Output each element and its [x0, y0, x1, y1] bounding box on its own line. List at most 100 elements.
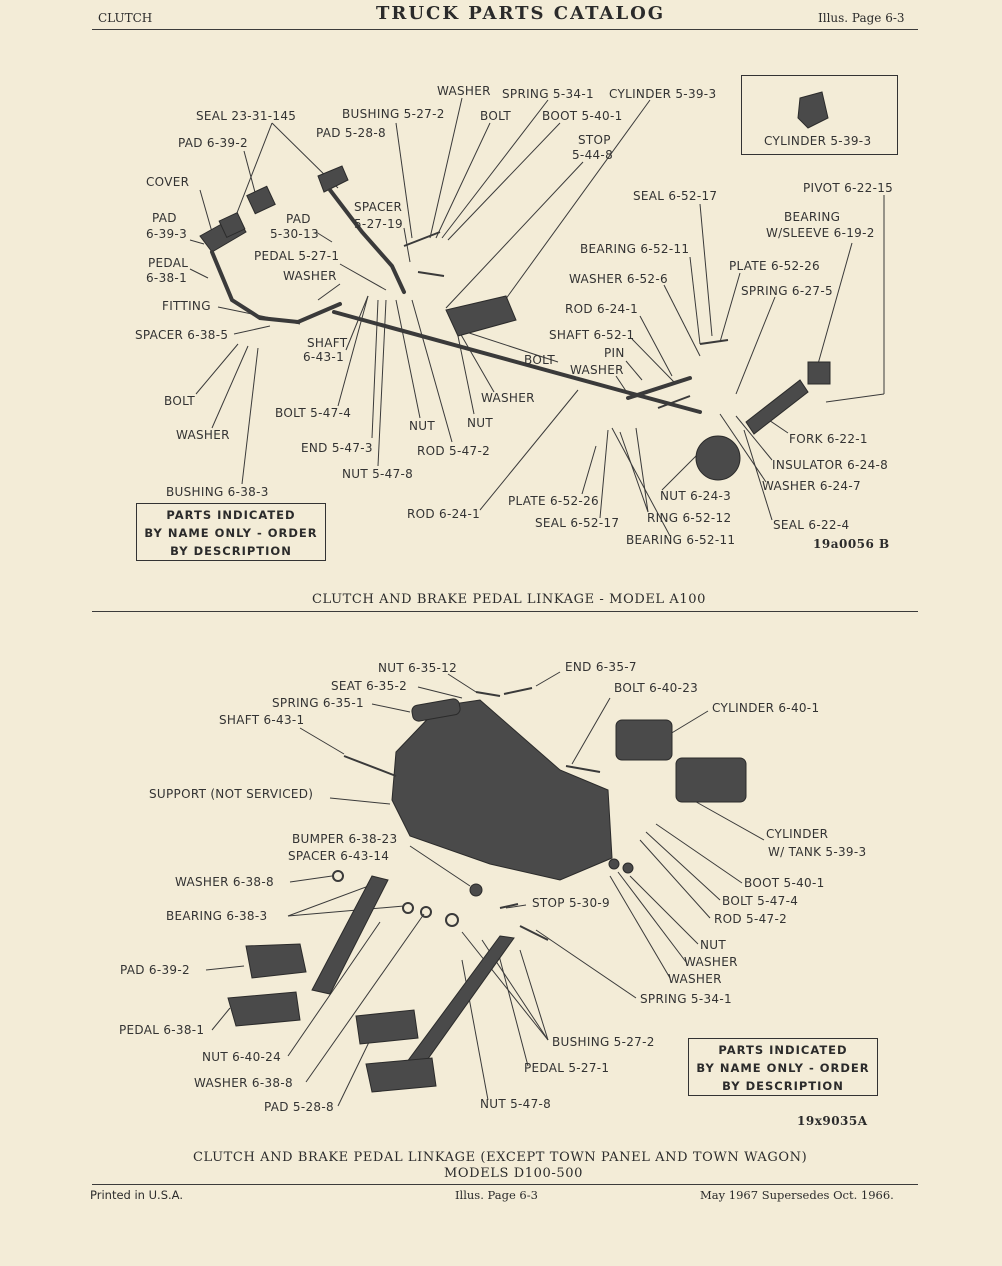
label-seal: SEAL 23-31-145 [196, 109, 297, 123]
order-notice-box: PARTS INDICATED BY NAME ONLY - ORDER BY … [136, 503, 326, 561]
label-spacer-number: 5-27-19 [354, 217, 403, 231]
inset-label: CYLINDER 5-39-3 [764, 134, 872, 148]
label-cylinder: CYLINDER 6-40-1 [712, 701, 820, 715]
header-rule [92, 29, 918, 30]
label-nut: NUT 6-40-24 [202, 1050, 282, 1064]
label-bearing: BEARING 6-38-3 [166, 909, 268, 923]
label-washer: WASHER [668, 972, 722, 986]
label-washer: WASHER 6-52-6 [569, 272, 668, 286]
figure-caption: CLUTCH AND BRAKE PEDAL LINKAGE - MODEL A… [312, 592, 707, 607]
label-pedal: PEDAL 6-38-1 [119, 1023, 205, 1037]
label-bushing: BUSHING 5-27-2 [342, 107, 445, 121]
label-seal: SEAL 6-22-4 [773, 518, 850, 532]
label-pedal: PEDAL 5-27-1 [524, 1061, 610, 1075]
label-spacer: SPACER 6-38-5 [135, 328, 229, 342]
notice-line: PARTS INDICATED [166, 508, 296, 522]
label-pad-number: 6-39-3 [146, 227, 187, 241]
label-spring: SPRING 5-34-1 [502, 87, 594, 101]
label-stop: STOP 5-30-9 [532, 896, 610, 910]
label-pad: PAD 5-28-8 [264, 1100, 334, 1114]
label-cylinder: CYLINDER 5-39-3 [609, 87, 717, 101]
label-nut: NUT [467, 416, 493, 430]
label-pin: PIN [604, 346, 625, 360]
label-spacer: SPACER [354, 200, 403, 214]
catalog-title: TRUCK PARTS CATALOG [376, 3, 666, 24]
label-bolt: BOLT 6-40-23 [614, 681, 699, 695]
footer-printed: Printed in U.S.A. [90, 1188, 183, 1202]
footer-rule [92, 1184, 918, 1185]
label-rod: ROD 6-24-1 [565, 302, 639, 316]
label-bolt: BOLT 5-47-4 [722, 894, 799, 908]
notice-line: BY DESCRIPTION [170, 544, 292, 558]
notice-line: BY NAME ONLY - ORDER [696, 1061, 870, 1075]
label-nut: NUT 5-47-8 [480, 1097, 552, 1111]
label-cylinder-tank: W/ TANK 5-39-3 [768, 845, 867, 859]
label-support: SUPPORT (NOT SERVICED) [149, 787, 314, 801]
label-spacer: SPACER 6-43-14 [288, 849, 390, 863]
label-washer: WASHER [684, 955, 738, 969]
label-seat: SEAT 6-35-2 [331, 679, 408, 693]
label-pivot: PIVOT 6-22-15 [803, 181, 894, 195]
label-nut: NUT 6-24-3 [660, 489, 732, 503]
cylinder-inset: CYLINDER 5-39-3 [741, 75, 898, 155]
label-bearing: BEARING 6-52-11 [580, 242, 690, 256]
label-bearing-sleeve: W/SLEEVE 6-19-2 [766, 226, 875, 240]
page-number: Illus. Page 6-3 [818, 11, 905, 25]
label-bolt: BOLT [480, 109, 512, 123]
label-pad: PAD 6-39-2 [178, 136, 248, 150]
label-nut: NUT 6-35-12 [378, 661, 458, 675]
label-stop-number: 5-44-8 [572, 148, 613, 162]
label-seal: SEAL 6-52-17 [535, 516, 620, 530]
label-bumper: BUMPER 6-38-23 [292, 832, 398, 846]
figure-reference-code: 19x9035A [797, 1114, 868, 1128]
notice-line: PARTS INDICATED [718, 1043, 848, 1057]
label-nut: NUT 5-47-8 [342, 467, 414, 481]
figure-caption: CLUTCH AND BRAKE PEDAL LINKAGE (EXCEPT T… [193, 1150, 808, 1165]
label-spring: SPRING 6-27-5 [741, 284, 833, 298]
label-pad: PAD 5-28-8 [316, 126, 386, 140]
label-insulator: INSULATOR 6-24-8 [772, 458, 889, 472]
label-fitting: FITTING [162, 299, 211, 313]
label-plate: PLATE 6-52-26 [729, 259, 820, 273]
label-end: END 5-47-3 [301, 441, 373, 455]
notice-line: BY NAME ONLY - ORDER [144, 526, 318, 540]
label-washer: WASHER [176, 428, 230, 442]
label-washer: WASHER 6-38-8 [194, 1076, 293, 1090]
label-bushing: BUSHING 6-38-3 [166, 485, 269, 499]
label-pad-number: 5-30-13 [270, 227, 319, 241]
footer-date: May 1967 Supersedes Oct. 1966. [700, 1188, 894, 1202]
label-bolt: BOLT [524, 353, 556, 367]
label-nut: NUT [700, 938, 726, 952]
label-boot: BOOT 5-40-1 [744, 876, 825, 890]
label-pad: PAD [286, 212, 311, 226]
order-notice-box: PARTS INDICATED BY NAME ONLY - ORDER BY … [688, 1038, 878, 1096]
label-bearing: BEARING 6-52-11 [626, 533, 736, 547]
label-shaft: SHAFT 6-43-1 [219, 713, 305, 727]
label-spring: SPRING 6-35-1 [272, 696, 364, 710]
notice-line: BY DESCRIPTION [722, 1079, 844, 1093]
label-bearing: BEARING [784, 210, 841, 224]
label-boot: BOOT 5-40-1 [542, 109, 623, 123]
label-rod: ROD 5-47-2 [417, 444, 491, 458]
label-nut: NUT [409, 419, 435, 433]
section-title: CLUTCH [98, 11, 153, 25]
label-washer: WASHER 6-24-7 [762, 479, 861, 493]
label-washer: WASHER [481, 391, 535, 405]
section-divider [92, 611, 918, 612]
label-rod: ROD 5-47-2 [714, 912, 788, 926]
label-bolt: BOLT 5-47-4 [275, 406, 352, 420]
figure-caption-models: MODELS D100-500 [444, 1166, 583, 1181]
label-end: END 6-35-7 [565, 660, 637, 674]
label-pad: PAD [152, 211, 177, 225]
label-pedal-number: 6-38-1 [146, 271, 187, 285]
label-cylinder: CYLINDER [766, 827, 829, 841]
figure-reference-code: 19a0056 B [813, 537, 890, 551]
label-shaft: SHAFT 6-52-1 [549, 328, 635, 342]
label-ring: RING 6-52-12 [647, 511, 732, 525]
label-stop: STOP [578, 133, 611, 147]
label-seal: SEAL 6-52-17 [633, 189, 718, 203]
label-washer: WASHER [437, 84, 491, 98]
label-spring: SPRING 5-34-1 [640, 992, 732, 1006]
label-shaft: SHAFT [307, 336, 348, 350]
